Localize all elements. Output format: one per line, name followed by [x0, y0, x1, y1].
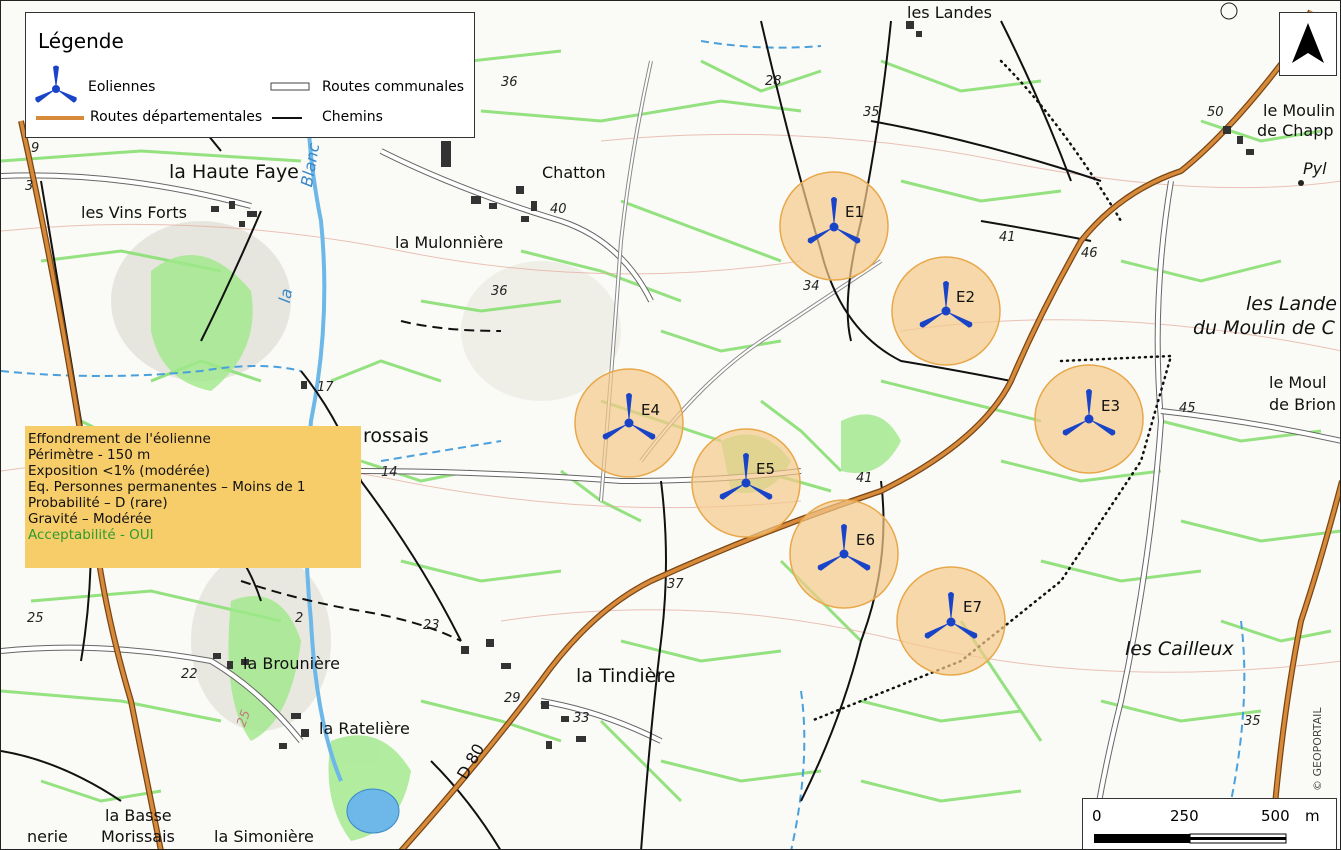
place-landes-top: les Landes [907, 3, 992, 22]
hedgerows [1, 39, 1340, 803]
scale-label-500: 500 [1261, 807, 1290, 825]
north-arrow [1279, 12, 1337, 76]
altitude-label: 45 [1179, 401, 1196, 416]
altitude-label: 28 [765, 74, 782, 89]
altitude-label: 29 [504, 691, 521, 706]
place-moulin-chapp: le Moulin [1263, 101, 1336, 120]
place-moulin-brion-2: de Brion [1269, 395, 1337, 414]
place-landes-moulin: les Lande [1246, 293, 1337, 315]
place-chatton: Chatton [542, 163, 606, 182]
scale-label-250: 250 [1170, 807, 1199, 825]
place-nerie: nerie [27, 827, 68, 846]
place-simoniere: la Simonière [214, 827, 314, 846]
info-line: Effondrement de l'éolienne [28, 431, 211, 447]
place-moulin-brion: le Moul [1269, 373, 1327, 392]
altitude-label: 41 [856, 471, 873, 486]
legend-turbine-icon [35, 65, 77, 103]
altitude-label: 34 [803, 279, 820, 294]
turbine-label-e5: E5 [756, 460, 776, 478]
legend-label-eoliennes: Eoliennes [88, 79, 156, 95]
turbine-label-e4: E4 [641, 401, 661, 419]
altitude-label: 36 [491, 284, 508, 299]
info-line: Probabilité – D (rare) [28, 495, 168, 511]
pond [346, 788, 400, 834]
legend-label-routes-communales: Routes communales [322, 79, 465, 95]
place-morissais: rossais [363, 425, 429, 447]
place-moulin-chapp-2: de Chapp [1257, 121, 1334, 140]
altitude-label: 23 [423, 618, 440, 633]
legend-label-chemins: Chemins [322, 109, 383, 125]
place-pyl: Pyl [1303, 159, 1327, 178]
scale-label-unit: m [1305, 807, 1320, 825]
altitude-label: 22 [181, 667, 198, 682]
place-vins-forts: les Vins Forts [81, 203, 187, 222]
place-basse: la Basse [105, 806, 172, 825]
map-credit: © GEOPORTAIL [1311, 707, 1324, 791]
turbine-label-e2: E2 [956, 288, 976, 306]
info-line: Gravité – Modérée [28, 511, 152, 527]
place-cailleux: les Cailleux [1125, 638, 1234, 660]
info-line: Eq. Personnes permanentes – Moins de 1 [28, 479, 306, 495]
turbine-label-e7: E7 [963, 598, 983, 616]
altitude-label: 33 [573, 711, 590, 726]
place-rateliere: la Ratelière [319, 719, 410, 738]
info-line: Périmètre - 150 m [28, 447, 151, 463]
altitude-label: 25 [27, 611, 44, 626]
place-haute-faye: la Haute Faye [169, 161, 299, 183]
scale-label-0: 0 [1092, 807, 1102, 825]
place-mulonniere: la Mulonnière [395, 233, 504, 252]
scale-bar: 0 250 500 m [1082, 798, 1337, 849]
legend: Légende Eoliennes Routes communales Rout… [25, 12, 475, 138]
altitude-label: 2 [295, 611, 304, 626]
legend-path-symbol [272, 117, 302, 119]
legend-title: Légende [38, 29, 124, 53]
risk-info-box: Effondrement de l'éolienne Périmètre - 1… [25, 426, 361, 568]
info-line: Exposition <1% (modérée) [28, 463, 210, 479]
altitude-label: 3 [25, 179, 34, 194]
turbine-label-e3: E3 [1101, 397, 1121, 415]
altitude-label: 46 [1081, 246, 1098, 261]
legend-label-routes-departementales: Routes départementales [90, 109, 263, 125]
turbine-label-e6: E6 [856, 531, 876, 549]
place-brouniere: la Brounière [243, 654, 340, 673]
place-tindiere: la Tindière [576, 665, 676, 687]
altitude-label: 9 [31, 141, 40, 156]
legend-communal-road-symbol [270, 82, 310, 91]
altitude-label: 35 [1244, 714, 1261, 729]
altitude-label: 35 [863, 105, 880, 120]
altitude-label: 41 [999, 230, 1016, 245]
legend-departmental-road-symbol [36, 116, 84, 120]
place-landes-moulin-2: du Moulin de C [1193, 317, 1335, 339]
altitude-label: 40 [550, 202, 567, 217]
river-blanc [304, 30, 343, 782]
turbine-label-e1: E1 [845, 203, 865, 221]
boundaries [809, 59, 1173, 723]
buildings [211, 21, 1254, 749]
info-acceptability: Acceptabilité - OUI [28, 527, 154, 543]
north-arrow-icon [1292, 23, 1324, 63]
place-basse-2: Morissais [101, 827, 175, 846]
altitude-label: 14 [381, 465, 398, 480]
scale-graphic [1094, 833, 1287, 844]
altitude-label: 37 [667, 577, 684, 592]
altitude-label: 36 [501, 75, 518, 90]
altitude-label: 17 [317, 380, 334, 395]
river-label-la: la [275, 286, 297, 305]
altitude-label: 50 [1207, 105, 1224, 120]
